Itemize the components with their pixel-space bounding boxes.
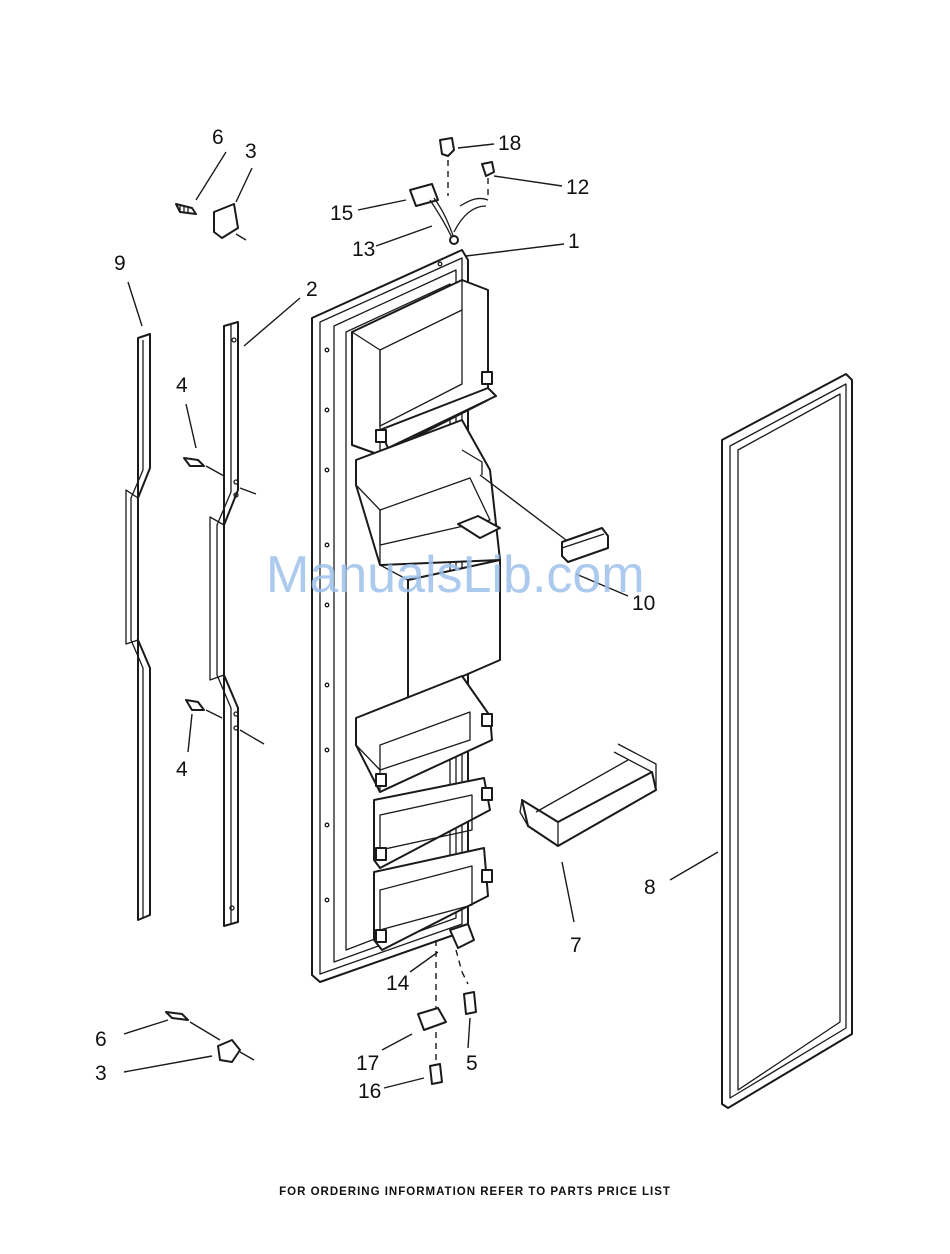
door-gasket-part-8 [722,374,852,1108]
callout-17: 17 [356,1052,379,1075]
door-shelf-part-7 [520,744,656,846]
callout-3-bottom: 3 [95,1062,107,1085]
callout-18: 18 [498,132,521,155]
callout-14: 14 [386,972,410,995]
callout-6-bottom: 6 [95,1028,107,1051]
callout-4-top: 4 [176,374,188,397]
lower-door-bins [356,676,492,950]
callout-8: 8 [644,876,656,899]
callout-3-top: 3 [245,140,257,163]
watermark: ManualsLib.com [266,546,645,604]
callout-labels: 6 3 9 2 4 4 6 3 15 13 18 12 1 10 7 8 14 … [95,126,656,1103]
callout-2: 2 [306,278,318,301]
callout-13: 13 [352,238,375,261]
gasket-strip-part-9 [126,334,150,920]
callout-7: 7 [570,934,582,957]
screw-part-4-top [184,458,224,476]
callout-15: 15 [330,202,353,225]
callout-4-bottom: 4 [176,758,188,781]
callout-9: 9 [114,252,126,275]
door-strap-part-2 [210,322,264,926]
callout-5: 5 [466,1052,478,1075]
bottom-hinge-hardware [166,1012,254,1062]
upper-door-bin [352,280,496,455]
footer-note: FOR ORDERING INFORMATION REFER TO PARTS … [0,1186,950,1198]
callout-12: 12 [566,176,589,199]
wiring-assembly [410,138,494,244]
callout-6-top: 6 [212,126,224,149]
door-assembly-part-1 [312,250,500,982]
callout-16: 16 [358,1080,381,1103]
top-hinge-hardware [176,204,246,240]
callout-1: 1 [568,230,580,253]
